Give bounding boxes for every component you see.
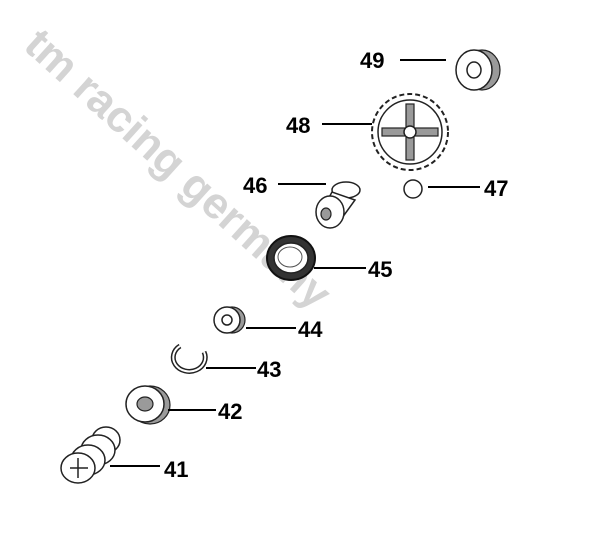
callout-46: 46 [243,173,267,198]
callout-42: 42 [218,399,242,424]
part-46-bushing [315,181,361,229]
part-45-seal-ring [266,235,316,281]
callout-45: 45 [368,257,392,282]
part-42-bearing-washer [125,385,171,425]
part-49-washer [455,49,501,91]
callout-49: 49 [360,48,384,73]
part-44-washer [213,306,246,334]
callout-47: 47 [484,176,508,201]
part-41-spring-assembly [60,426,121,484]
callout-43: 43 [257,357,281,382]
part-47-ball [403,179,423,199]
part-48-gear [371,93,449,171]
callout-44: 44 [298,317,323,342]
callout-48: 48 [286,113,310,138]
callout-41: 41 [164,457,188,482]
